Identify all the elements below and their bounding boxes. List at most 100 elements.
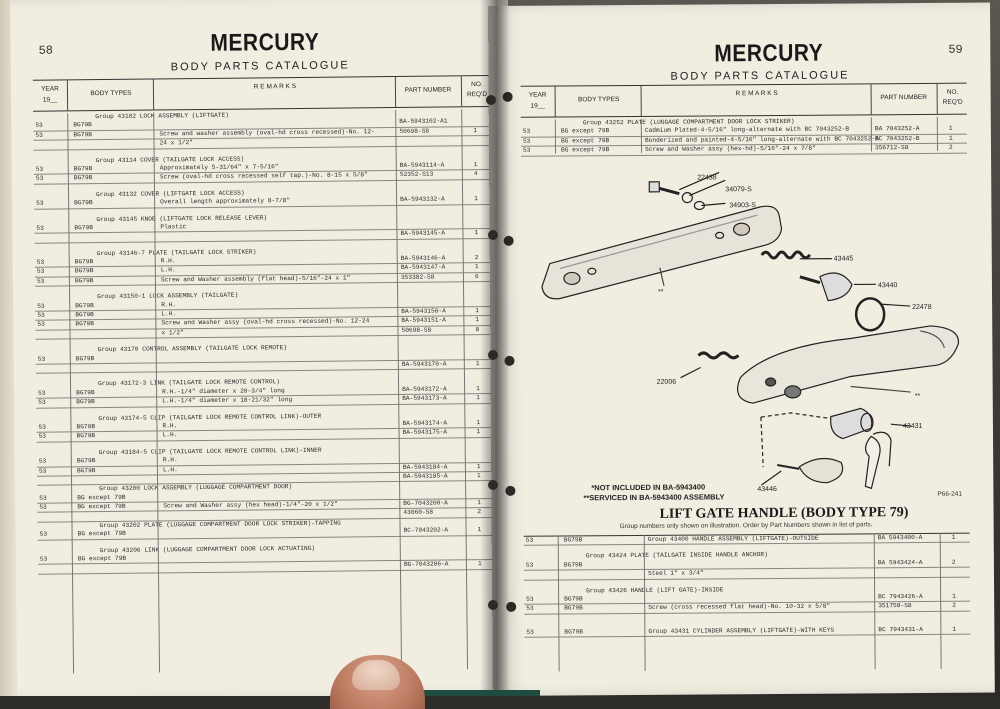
cell-year: 53 xyxy=(36,199,44,207)
cell-year: 53 xyxy=(525,536,534,544)
cell-body-type: BG79B xyxy=(75,301,94,309)
callout-34903-s: 34903-S xyxy=(729,202,756,209)
cell-year: 53 xyxy=(36,277,45,285)
cell-part-number: 50698-S8 xyxy=(401,326,432,334)
cell-part-number: BA-5943185-A xyxy=(402,472,448,480)
cell-body-type: BG79B xyxy=(74,199,93,207)
cell-year: 53 xyxy=(37,355,46,363)
cell-year: 53 xyxy=(38,467,47,475)
cell-year: 53 xyxy=(35,122,43,130)
cell-remark: Steel 1" x 3/4" xyxy=(647,569,704,578)
cell-body-type: BG except 79B xyxy=(560,146,610,154)
cell-year: 53 xyxy=(35,131,43,139)
cell-part-number: BC 7943426-A xyxy=(878,592,923,601)
binder-holes xyxy=(488,2,990,612)
cell-year: 53 xyxy=(38,389,46,397)
col-year: YEAR xyxy=(528,91,547,99)
cell-remark: R.H. xyxy=(162,422,178,430)
cell-qty: 1 xyxy=(474,195,478,203)
figure-id: P66-241 xyxy=(937,490,963,498)
col-part-number: PART NUMBER xyxy=(880,93,927,102)
callout-43445: 43445 xyxy=(834,255,854,262)
cell-part-number: BA-5943151-A xyxy=(401,316,446,325)
cell-year: 53 xyxy=(526,628,534,636)
cell-qty: 8 xyxy=(475,325,480,333)
cell-body-type: BG79B xyxy=(74,267,94,275)
cell-year: 53 xyxy=(37,321,45,329)
cell-year: 53 xyxy=(39,494,47,502)
cell-part-number: 50698-S8 xyxy=(399,127,430,135)
cell-qty: 1 xyxy=(475,316,480,324)
cell-part-number: BA-5943184-A xyxy=(402,462,448,471)
group-title: Group 43400 HANDLE ASSEMBLY (LIFTGATE)-O… xyxy=(647,534,819,543)
col-remarks: R E M A R K S xyxy=(735,89,778,98)
thumbnail xyxy=(352,660,400,690)
cell-year: 53 xyxy=(38,423,46,431)
col-year-sub: 19__ xyxy=(530,102,545,110)
cell-part-number: BG-7043200-A xyxy=(403,499,448,507)
cell-year: 53 xyxy=(525,561,534,569)
callout-43440: 43440 xyxy=(878,282,898,289)
cell-part-number: BA-5943114-A xyxy=(399,161,445,169)
cell-year: 53 xyxy=(526,605,534,613)
cell-year: 53 xyxy=(35,175,44,183)
cell-part-number: BA 5943400-A xyxy=(877,533,923,542)
cell-part-number: BA 5943424-A xyxy=(877,558,923,567)
cell-part-number: BG-7043206-A xyxy=(403,560,449,569)
cell-year: 53 xyxy=(36,268,45,276)
cell-year: 53 xyxy=(39,555,48,563)
cell-part-number: BC 7043252-B xyxy=(874,134,920,143)
cell-remark: L.H. xyxy=(160,266,176,274)
cell-year: 53 xyxy=(38,398,46,406)
cell-part-number: BA-5943173-A xyxy=(402,394,447,403)
cell-remark: Screw and Washer assy (hex-hd)-5/16"-24 … xyxy=(644,144,816,154)
page-subtitle: BODY PARTS CATALOGUE xyxy=(170,59,350,74)
page-number: 58 xyxy=(38,43,54,58)
cell-part-number: BA-5943150-A xyxy=(401,307,446,315)
cell-remark: L.H. xyxy=(162,431,178,439)
cell-year: 53 xyxy=(522,146,531,154)
cell-body-type: BG except 79B xyxy=(77,502,126,511)
cell-year: 53 xyxy=(37,311,45,319)
brand-logo: MERCURY xyxy=(714,39,824,68)
cell-remark: R.H. xyxy=(160,257,176,265)
cell-remark: R.H.-1/4" diameter x 20-3/4" long xyxy=(162,386,285,396)
cell-year: 53 xyxy=(38,457,47,465)
cell-remark: Cadmium Plated-4-5/16" long-alternate wi… xyxy=(644,125,850,135)
cell-body-type: BG79B xyxy=(76,466,96,474)
table-row: 53 BG except 79B Screw and Washer assy (he… xyxy=(520,143,968,157)
left-page: 58 MERCURY BODY PARTS CATALOGUE YEAR 19_… xyxy=(10,0,516,700)
parts-table-top: Group 43252 PLATE (LUGGAGE COMPARTMENT D… xyxy=(520,117,968,157)
cell-qty: 1 xyxy=(474,263,479,271)
cell-body-type: BG79B xyxy=(74,224,94,232)
cell-qty: 6 xyxy=(474,272,479,281)
brand-logo: MERCURY xyxy=(210,28,320,57)
group-title: Group 43431 CYLINDER ASSEMBLY (LIFTGATE)… xyxy=(648,626,835,635)
col-qty-sub: REQ'D xyxy=(942,98,963,106)
cell-part-number: BA-5943102-A1 xyxy=(399,117,448,126)
cell-qty: 1 xyxy=(475,307,480,315)
cell-part-number: BA-5943172-A xyxy=(402,385,447,393)
page-subtitle: BODY PARTS CATALOGUE xyxy=(670,69,850,83)
cell-qty: 1 xyxy=(474,229,479,237)
cell-body-type: BG79B xyxy=(563,561,583,569)
callout-43431: 43431 xyxy=(903,423,923,430)
cell-year: 53 xyxy=(522,137,531,145)
callout-22438: 22438 xyxy=(697,174,717,181)
cell-part-number: BC 7943431-A xyxy=(878,625,923,634)
cell-year: 53 xyxy=(36,258,45,266)
cell-qty: 2 xyxy=(952,602,956,610)
cell-body-type: BG except 79B xyxy=(560,127,610,135)
cell-body-type: BG79B xyxy=(75,354,95,362)
cell-year: 53 xyxy=(522,128,531,136)
callout-double-asterisk: ** xyxy=(658,289,664,296)
cell-year: 53 xyxy=(37,302,45,310)
cell-year: 53 xyxy=(36,224,44,232)
page-number: 59 xyxy=(948,42,963,57)
col-part-number: PART NUMBER xyxy=(404,86,452,94)
cell-qty: 1 xyxy=(473,126,478,134)
cell-body-type: BG79B xyxy=(74,277,94,285)
cell-remark: L.H. xyxy=(162,465,178,473)
